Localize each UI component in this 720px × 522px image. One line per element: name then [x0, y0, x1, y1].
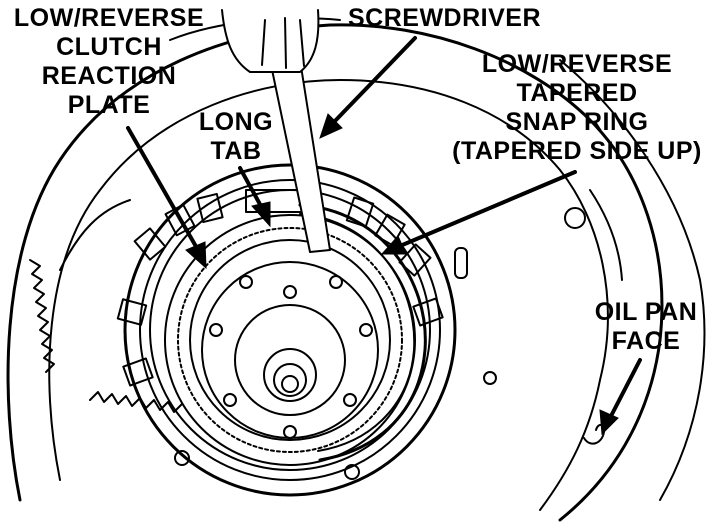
- hub-holes: [209, 275, 373, 439]
- left-gear-teeth: [29, 259, 55, 373]
- case-bolt-boss: [174, 450, 190, 466]
- case-left-rib: [59, 199, 131, 271]
- label-low-reverse-tapered-snap-ring: LOW/REVERSE TAPERED SNAP RING (TAPERED S…: [438, 50, 716, 166]
- screwdriver-handle: [221, 9, 320, 73]
- label-line: SCREWDRIVER: [348, 4, 542, 32]
- case-bolt-boss: [344, 464, 360, 480]
- clutch-pack-outer: [123, 163, 457, 497]
- snap-ring-arrowhead: [380, 235, 407, 255]
- label-line: PLATE: [67, 91, 151, 119]
- label-screwdriver: SCREWDRIVER: [348, 4, 568, 33]
- label-line: LONG: [198, 108, 274, 136]
- label-line: TAB: [210, 137, 262, 165]
- clutch-pack-ring: [139, 179, 441, 481]
- reaction-plate: [164, 214, 416, 466]
- reaction-plate-leader: [126, 126, 200, 252]
- long-tab-leader: [238, 166, 264, 210]
- label-line: CLUTCH: [56, 33, 162, 61]
- label-long-tab: LONG TAB: [188, 108, 284, 166]
- oil-pan-leader: [608, 358, 642, 420]
- oil-pan-arrowhead: [599, 409, 619, 436]
- label-line: FACE: [611, 327, 681, 355]
- label-oil-pan-face: OIL PAN FACE: [586, 298, 706, 356]
- hub-outer: [234, 304, 346, 416]
- screwdriver-handle-ridges: [261, 17, 305, 69]
- reaction-plate-arrowhead: [185, 241, 207, 270]
- case-bolt-boss: [564, 207, 586, 229]
- hub-shaft: [263, 348, 317, 402]
- ring-gear-inner: [189, 239, 391, 441]
- label-line: SNAP RING: [505, 108, 649, 136]
- tapered-snap-ring: [298, 203, 427, 462]
- transmission-case-outline: [6, 23, 664, 522]
- label-line: LOW/REVERSE: [481, 50, 673, 78]
- case-right-rib: [589, 189, 623, 281]
- label-line: LOW/REVERSE: [13, 4, 205, 32]
- case-slot: [454, 247, 468, 279]
- screwdriver-arrowhead: [319, 113, 343, 139]
- case-bolt-boss: [483, 371, 497, 385]
- label-line: REACTION: [41, 62, 177, 90]
- screwdriver-leader: [332, 36, 417, 124]
- long-tab-arrowhead: [251, 201, 271, 228]
- case-right-rim: [559, 59, 706, 501]
- case-inner-wall: [48, 79, 609, 511]
- hub-shaft-core: [281, 375, 299, 393]
- label-low-reverse-clutch-reaction-plate: LOW/REVERSE CLUTCH REACTION PLATE: [6, 4, 212, 120]
- lower-gear-teeth: [89, 391, 183, 413]
- label-line: TAPERED: [516, 79, 638, 107]
- ring-gear-outer: [177, 227, 403, 453]
- label-line: (TAPERED SIDE UP): [452, 137, 702, 165]
- hub-shaft-inner: [273, 363, 307, 397]
- snap-ring-leader: [398, 170, 577, 248]
- label-line: OIL PAN: [594, 298, 698, 326]
- leader-arrows: [126, 36, 642, 436]
